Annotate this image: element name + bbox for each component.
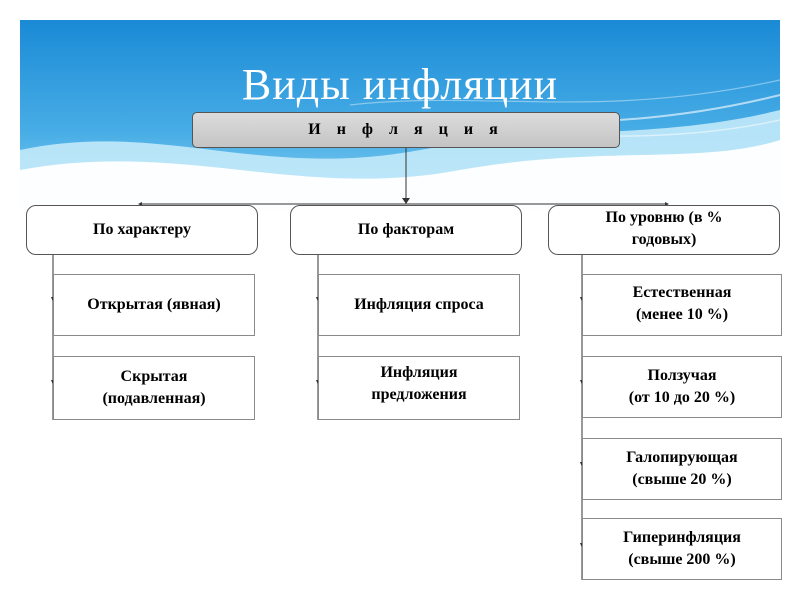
root-node-inflation: И н ф л я ц и я bbox=[192, 112, 620, 148]
leaf-hyperinflation: Гиперинфляция (свыше 200 %) bbox=[582, 518, 782, 580]
leaf-hidden-inflation: Скрытая (подавленная) bbox=[53, 356, 255, 420]
leaf-supply-inflation: Инфляция предложения bbox=[318, 356, 520, 420]
category-by-factors: По факторам bbox=[290, 205, 522, 255]
slide-title: Виды инфляции bbox=[241, 60, 559, 109]
category-by-nature: По характеру bbox=[26, 205, 258, 255]
leaf-demand-inflation: Инфляция спроса bbox=[318, 274, 520, 336]
leaf-creeping-inflation: Ползучая (от 10 до 20 %) bbox=[582, 356, 782, 418]
leaf-open-inflation: Открытая (явная) bbox=[53, 274, 255, 336]
leaf-galloping-inflation: Галопирующая (свыше 20 %) bbox=[582, 438, 782, 500]
leaf-natural-inflation: Естественная (менее 10 %) bbox=[582, 274, 782, 336]
category-by-level: По уровню (в % годовых) bbox=[548, 205, 780, 255]
